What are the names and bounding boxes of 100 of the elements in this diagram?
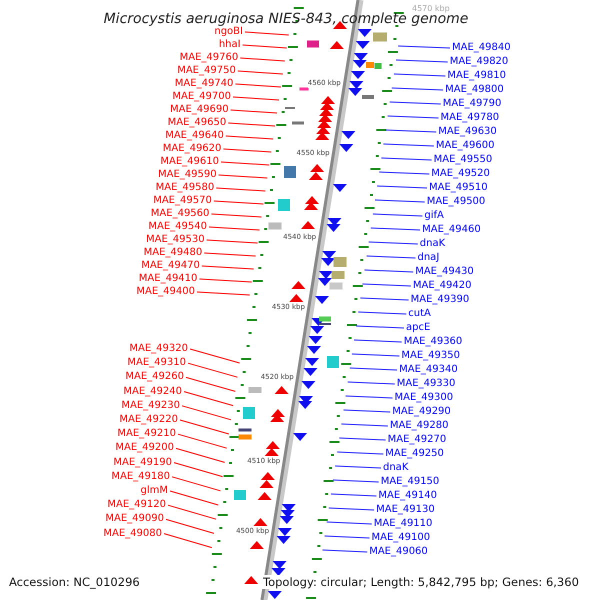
- leader-line: [389, 102, 442, 104]
- gene-label: MAE_49510: [429, 182, 488, 194]
- leader-line: [218, 174, 268, 178]
- leader-line: [396, 60, 448, 62]
- gene-label: MAE_49290: [392, 406, 451, 418]
- leader-line: [237, 70, 284, 74]
- leader-line: [225, 136, 274, 140]
- gene-label: MAE_49410: [138, 273, 198, 285]
- leader-line: [349, 368, 398, 370]
- leader-line: [198, 278, 252, 282]
- gene-label: MAE_49520: [431, 168, 490, 180]
- leader-line: [178, 434, 228, 449]
- gene-label: MAE_49240: [123, 386, 182, 398]
- leader-line: [362, 284, 412, 286]
- gene-label: MAE_49790: [442, 98, 502, 110]
- gene-label: MAE_49360: [404, 336, 462, 348]
- gene-label: MAE_49600: [436, 140, 494, 152]
- gene-label: dnaJ: [418, 252, 440, 264]
- leader-line: [368, 242, 418, 244]
- gene-label: gifA: [424, 210, 444, 222]
- leader-line: [164, 533, 212, 548]
- gene-label: dnaK: [420, 238, 446, 250]
- leader-line: [216, 188, 266, 192]
- leader-line: [228, 122, 276, 126]
- gene-label: cutA: [408, 308, 431, 320]
- leader-line: [393, 74, 446, 76]
- leader-line: [385, 130, 437, 132]
- leader-line: [188, 362, 238, 378]
- gene-label: MAE_49270: [388, 434, 446, 446]
- gene-label: MAE_49330: [396, 378, 456, 390]
- gene-label: MAE_49150: [380, 476, 440, 488]
- leader-line: [324, 536, 370, 538]
- leader-line: [374, 200, 426, 202]
- leader-line: [206, 240, 258, 244]
- leader-line: [172, 476, 221, 492]
- gene-label: MAE_49390: [410, 294, 470, 306]
- leader-line: [322, 550, 368, 552]
- gene-label: glmM: [140, 485, 168, 497]
- leader-line: [334, 466, 382, 468]
- gene-label: MAE_49640: [165, 130, 224, 142]
- gene-label: MAE_49820: [450, 56, 508, 68]
- leader-line: [168, 504, 217, 520]
- gene-label: MAE_49560: [150, 208, 210, 220]
- leader-line: [244, 32, 290, 36]
- leader-line: [234, 84, 282, 88]
- leader-line: [376, 186, 428, 188]
- gene-label: MAE_49230: [121, 400, 180, 412]
- gene-label: MAE_49430: [415, 266, 474, 278]
- leader-line: [330, 494, 377, 496]
- leader-line: [222, 148, 272, 152]
- leader-line: [180, 420, 230, 434]
- gene-label: MAE_49310: [127, 357, 186, 370]
- leader-line: [213, 200, 264, 204]
- leader-line: [354, 340, 402, 342]
- leader-line: [358, 312, 407, 314]
- gene-label: MAE_49210: [117, 428, 176, 440]
- leader-line: [204, 252, 256, 256]
- leader-line: [240, 58, 286, 62]
- gene-label: MAE_49580: [156, 182, 214, 194]
- gene-label: MAE_49590: [158, 169, 217, 181]
- gene-label: MAE_49060: [369, 546, 428, 558]
- leader-line: [347, 382, 396, 384]
- leader-line: [356, 326, 404, 328]
- title: Microcystis aeruginosa NIES-843, complete genome: [102, 11, 470, 27]
- leader-line: [345, 396, 393, 398]
- leader-line: [343, 410, 391, 412]
- gene-label: MAE_49120: [107, 499, 166, 512]
- gene-label: MAE_49260: [125, 371, 184, 384]
- gene-label: MAE_49810: [447, 70, 506, 82]
- leader-line: [220, 162, 270, 166]
- gene-label: MAE_49190: [113, 456, 172, 469]
- gene-label: MAE_49700: [172, 91, 231, 103]
- leader-line: [196, 292, 250, 296]
- gene-label: MAE_49250: [385, 448, 444, 460]
- gene-label: MAE_49420: [412, 280, 472, 292]
- gene-label: MAE_49280: [390, 420, 448, 432]
- leader-line: [326, 522, 372, 524]
- gene-label: MAE_49610: [160, 156, 219, 168]
- footer-text: Topology: circular; Length: 5,842,795 bp; Genes: 6,360: [262, 575, 580, 589]
- gene-label: MAE_49400: [136, 286, 195, 298]
- gene-label: MAE_49740: [174, 78, 234, 90]
- gene-label: MAE_49500: [426, 196, 486, 208]
- leader-line: [166, 518, 214, 534]
- leader-line: [338, 438, 386, 440]
- leader-line: [328, 508, 375, 510]
- gene-label: MAE_49800: [445, 84, 504, 96]
- gene-label: MAE_49300: [394, 392, 454, 404]
- leader-line: [332, 480, 380, 482]
- gene-label: MAE_49690: [170, 104, 229, 116]
- gene-label: MAE_49630: [438, 126, 497, 138]
- gene-label: apcE: [406, 322, 430, 334]
- leader-line: [380, 158, 432, 160]
- leader-line: [364, 270, 414, 272]
- gene-label: dnaK: [383, 462, 408, 474]
- leader-line: [398, 46, 450, 48]
- leader-line: [360, 298, 410, 300]
- gene-label: hhaI: [218, 39, 241, 51]
- leader-line: [372, 214, 423, 216]
- gene-label: MAE_49780: [440, 112, 500, 124]
- gene-label: MAE_49340: [399, 364, 458, 376]
